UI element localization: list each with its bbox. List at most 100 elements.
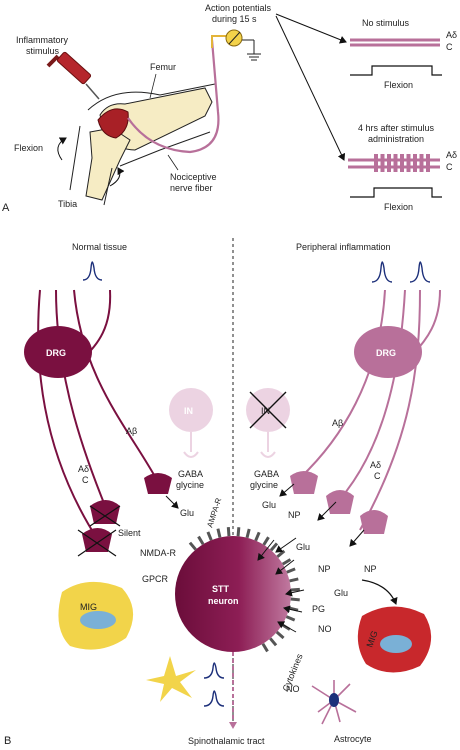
flexion-trace-1-label: Flexion <box>384 80 413 90</box>
c-right: C <box>374 471 381 481</box>
glu-right-2: Glu <box>296 542 310 552</box>
stt-label-1: STT <box>212 584 230 594</box>
burst-spike <box>400 154 404 172</box>
receptor-mark <box>245 528 251 539</box>
spike-icon <box>409 261 431 283</box>
femur-label: Femur <box>150 62 176 72</box>
microglia-right-nucleus <box>380 635 412 653</box>
drg-left <box>24 326 92 378</box>
receptor-mark <box>275 630 285 640</box>
adelta-right: Aδ <box>370 460 381 470</box>
drg-right-label: DRG <box>376 348 396 358</box>
terminal-abeta-left <box>144 473 172 494</box>
glu-right-3: Glu <box>334 588 348 598</box>
glu-right-1: Glu <box>262 500 276 510</box>
peripheral-inflammation-label: Peripheral inflammation <box>296 242 391 252</box>
receptor-mark <box>286 567 296 574</box>
flexion-label: Flexion <box>14 143 43 153</box>
gaba-right: GABA <box>254 469 279 479</box>
receptor-mark <box>281 558 292 566</box>
stt-neuron <box>175 536 291 652</box>
glycine-left: glycine <box>176 480 204 490</box>
after-label-1: 4 hrs after stimulus <box>358 123 435 133</box>
burst-spike <box>380 154 385 172</box>
flexion-trace-2-label: Flexion <box>384 202 413 212</box>
stimulus-label-1: Inflammatory <box>16 35 69 45</box>
in-left-label: IN <box>184 406 193 416</box>
glycine-right: glycine <box>250 480 278 490</box>
spike-icon <box>203 662 225 679</box>
abeta-left: Aβ <box>126 426 137 436</box>
stt-label-2: neuron <box>208 596 239 606</box>
trace1-adelta-label: Aδ <box>446 30 457 40</box>
ampa-label: AMPA-R <box>205 497 223 529</box>
flexion-trace-2 <box>350 187 442 198</box>
receptor-mark <box>197 535 205 546</box>
nerve-label-1: Nociceptive <box>170 172 217 182</box>
silent-label: Silent <box>118 528 141 538</box>
burst-spike <box>419 154 424 172</box>
gpcr-label: GPCR <box>142 574 169 584</box>
flexion-trace-1 <box>350 65 442 76</box>
receptor-mark <box>269 637 278 647</box>
spike-icon <box>203 690 225 707</box>
normal-tissue-label: Normal tissue <box>72 242 127 252</box>
receptor-mark <box>226 527 231 537</box>
trace2-c-label: C <box>446 162 453 172</box>
gaba-left: GABA <box>178 469 203 479</box>
drg-left-label: DRG <box>46 348 66 358</box>
terminal-abeta-right <box>290 471 318 494</box>
receptor-mark <box>188 541 197 551</box>
np-right-2: NP <box>318 564 331 574</box>
nerve-label-2: nerve fiber <box>170 183 213 193</box>
pg-label: PG <box>312 604 325 614</box>
mig-left-label: MIG <box>80 602 97 612</box>
tibia-label: Tibia <box>58 199 77 209</box>
receptor-mark <box>261 642 269 653</box>
receptor-mark <box>206 531 213 541</box>
after-label-2: administration <box>368 134 424 144</box>
no-stimulus-label: No stimulus <box>362 18 410 28</box>
astrocyte <box>311 680 357 725</box>
burst-spike <box>413 154 417 172</box>
panel-a: A Inflammatory stimulus Femur Flexion Ti… <box>2 3 457 214</box>
panel-a-label: A <box>2 202 10 214</box>
receptor-mark <box>254 531 261 542</box>
spike-icon <box>371 261 393 283</box>
terminal-adelta-right <box>326 490 354 514</box>
np-right-3: NP <box>364 564 377 574</box>
burst-spike <box>374 154 378 172</box>
burst-spike <box>406 154 411 172</box>
ap-label-2: during 15 s <box>212 14 257 24</box>
receptor-mark <box>289 577 299 583</box>
receptor-mark <box>290 587 300 592</box>
astrocyte-label: Astrocyte <box>334 734 372 744</box>
burst-spike <box>426 154 430 172</box>
stimulus-label-2: stimulus <box>26 46 60 56</box>
in-right-label: IN <box>261 406 270 416</box>
receptor-mark <box>269 542 279 552</box>
no-label-2: NO <box>286 684 300 694</box>
knee-joint <box>97 108 129 139</box>
terminal-silent-left <box>82 528 112 552</box>
trace2-adelta-label: Aδ <box>446 150 457 160</box>
spike-icon <box>82 261 103 281</box>
no-label-1: NO <box>318 624 332 634</box>
trace-burst <box>374 154 430 172</box>
receptor-mark <box>285 615 296 622</box>
drg-right <box>354 326 422 378</box>
spinothalamic-label: Spinothalamic tract <box>188 736 265 746</box>
abeta-right: Aβ <box>332 418 343 428</box>
burst-spike <box>387 154 391 172</box>
microglia-left-nucleus <box>80 611 116 629</box>
inhibited-cross-icon <box>249 391 287 429</box>
interneuron-left <box>169 388 213 432</box>
receptor-mark <box>216 528 222 538</box>
star-glia-icon <box>146 656 196 702</box>
receptor-mark <box>290 597 300 602</box>
panel-b-label: B <box>4 735 11 747</box>
ground-icon <box>242 39 261 61</box>
terminal-c-right <box>360 510 388 534</box>
receptor-mark <box>276 549 286 558</box>
